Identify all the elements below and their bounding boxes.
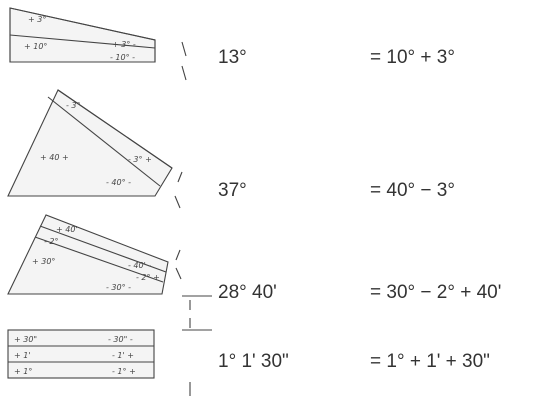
gauge-stack-13deg: + 3° + 10° + 3° - - 10° - [9,7,187,81]
block-label: - 3° + [128,155,152,164]
gauge-block-3deg [9,7,156,63]
angle-value: 37° [218,180,247,201]
angle-arrow [181,41,187,57]
block-label: + 1° [14,367,32,376]
angle-value: 1° 1' 30" [218,351,289,372]
gauge-block-30deg [7,214,169,295]
block-label: - 30" - [108,335,133,344]
angle-arrow [174,195,181,209]
block-divider [34,236,164,283]
block-label: + 40' [56,225,78,234]
block-label: - 30° - [106,283,131,292]
gauge-stack-28deg40min: + 40' - 2° + 30° - 40' - - 2° + - 30° - [7,214,212,310]
angle-value: 28° 40' [218,282,277,303]
gauge-block-1deg [7,329,155,379]
angle-formula: = 30° − 2° + 40' [370,282,502,303]
angle-arrow [177,171,183,183]
block-label: + 30° [32,257,55,266]
block-label: + 30" [14,335,37,344]
angle-arrow [175,267,182,280]
block-label: - 3° [66,101,81,110]
block-divider [39,225,167,273]
block-label: + 3° - [112,40,136,49]
gauge-stack-1deg1min30sec: + 30" + 1' + 1° - 30" - - 1' + - 1° + [7,318,212,396]
block-label: + 10° [24,42,47,51]
block-label: - 40' - [128,261,151,270]
block-label: - 1° + [112,367,136,376]
angle-arrow [181,65,187,81]
block-label: + 40 + [40,153,69,162]
angle-formula: = 1° + 1' + 30" [370,351,490,372]
angle-formula: = 40° − 3° [370,180,455,201]
gauge-stack-37deg: - 3° + 40 + - 3° + - 40° - [7,89,183,209]
block-label: - 2° [44,237,59,246]
block-label: + 3° [28,15,46,24]
block-label: - 1' + [112,351,134,360]
angle-arrow [175,249,181,261]
block-divider [47,96,161,187]
block-divider [9,34,156,49]
gauge-block-40deg [7,89,173,197]
block-divider [57,89,173,169]
angle-value: 13° [218,47,247,68]
block-label: - 2° + [136,273,160,282]
block-label: - 10° - [110,53,135,62]
block-label: + 1' [14,351,31,360]
angle-formula: = 10° + 3° [370,47,455,68]
block-label: - 40° - [106,178,131,187]
